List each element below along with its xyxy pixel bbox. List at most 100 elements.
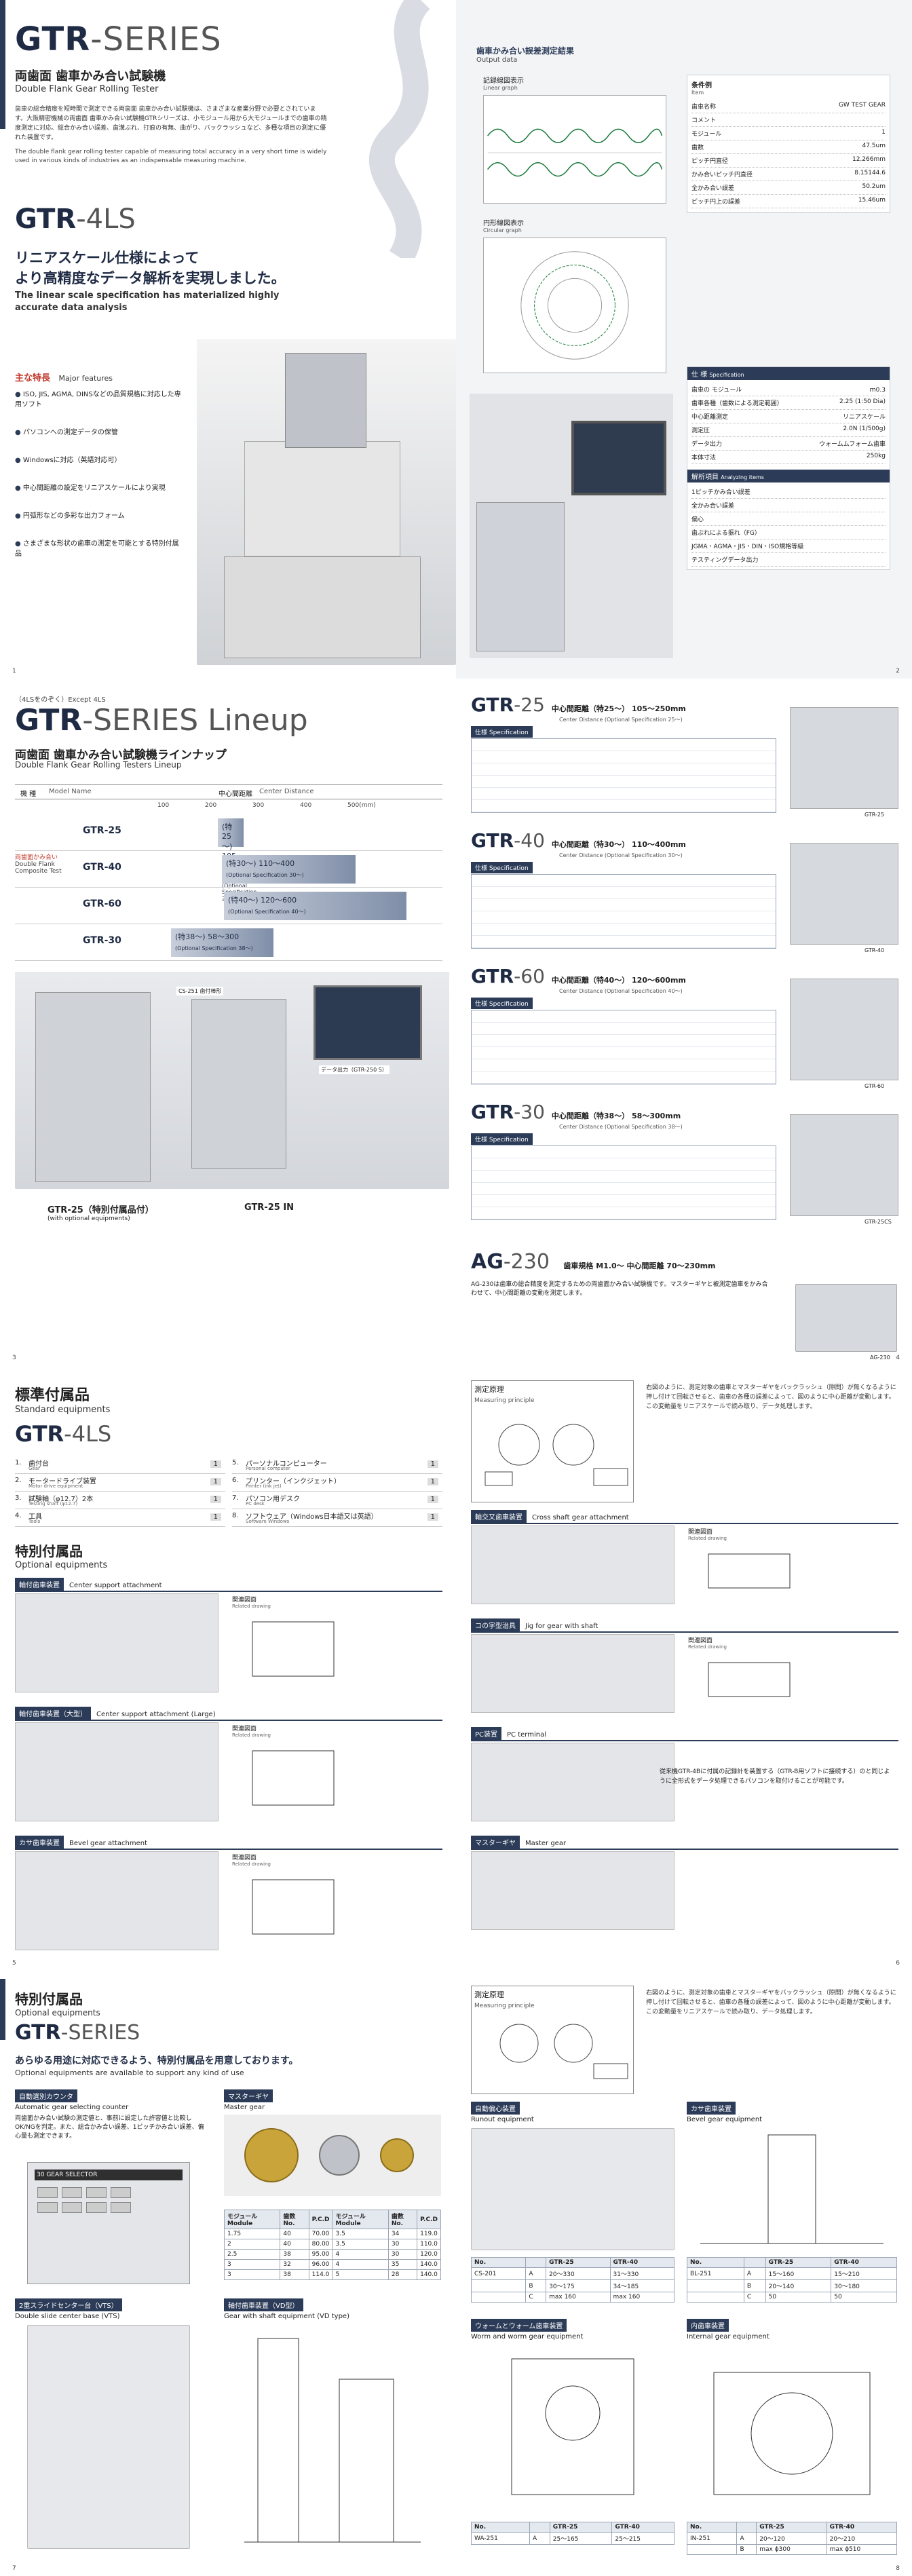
vd-drawing [244, 2338, 421, 2543]
spec-table-cell: 20～210 [826, 2532, 898, 2545]
spec-table-cell: 50 [831, 2292, 897, 2303]
page-number: 7 [12, 2565, 16, 2572]
lineup-scale: 100 200 300 400 500(mm) [157, 802, 376, 809]
meas-diagram [484, 1424, 628, 1486]
spec-value: 250kg [866, 453, 886, 459]
page-2: 歯車かみ合い誤差測定結果 Output data 記録線図表示 Linear g… [456, 0, 912, 679]
lineup-group-en: Double Flank Composite Test [15, 861, 62, 875]
condition-key: 全かみ合い誤差 [691, 185, 735, 192]
condition-value: 8.15144.6 [854, 170, 886, 176]
spread-2: （4LSをのぞく）Except 4LS GTR-SERIES Lineup 両歯… [0, 687, 912, 1365]
equipment-title-en: Master gear [525, 1840, 567, 1847]
mg-cell: 2 [223, 2239, 281, 2250]
mg-cell: 38 [280, 2249, 309, 2260]
std-item-jp: モータードライブ装置 [28, 1478, 96, 1485]
equipment-header: カサ歯車装置 Bevel gear attachment [15, 1835, 442, 1850]
pc-text: 従来機GTR-4Bに付属の記録計を装置する（GTR-B用ソフトに接続する）のと同… [660, 1768, 890, 1785]
brand-series: -SERIES [90, 20, 222, 58]
equipment-title-en: Bevel gear attachment [69, 1840, 148, 1847]
equipment-title-jp: PC装置 [471, 1727, 502, 1740]
spec-value: 2.25 (1:50 Dia) [839, 398, 886, 405]
std-item-qty: 1 [427, 1478, 438, 1485]
spec-table-cell [686, 2544, 738, 2555]
std-item-qty: 1 [210, 1496, 221, 1503]
model-photo [790, 707, 898, 809]
p7-brand-series: -SERIES [60, 2021, 140, 2045]
s3-header-en: Double slide center base (VTS) [15, 2313, 120, 2320]
model-photo-caption: GTR-40 [864, 947, 885, 953]
related-drawing-jp: 関連図面 [232, 1726, 257, 1732]
title-jp: 両歯面 歯車かみ合い試験機 [15, 69, 166, 83]
graph-linear-label: 記録線図表示 Linear graph [483, 77, 524, 91]
analysis-header: 解析項目 Analyzing items [687, 470, 890, 482]
std-item: 8.ソフトウェア（Windows日本語又は英語）Software Windows… [232, 1511, 442, 1527]
spec-table-cell: 34～185 [609, 2279, 675, 2292]
page-1-accent-stripe [0, 0, 5, 129]
std-model-suffix: -4LS [64, 1421, 112, 1447]
opt-title-en: Optional equipments [15, 1560, 108, 1570]
headline-jp-2: より高精度なデータ解析を実現しました。 [15, 270, 286, 286]
equipment-title-en: Cross shaft gear attachment [532, 1514, 629, 1521]
mg-cell: 70.00 [308, 2229, 333, 2239]
spec-key: 本体寸法 [691, 455, 717, 461]
inset-label-2: データ出力（GTR-250 S） [319, 1065, 390, 1074]
spread-4: 特別付属品 Optional equipments GTR-SERIES あらゆ… [0, 1979, 912, 2576]
condition-key: 歯車名称 [691, 104, 717, 111]
output-title: 歯車かみ合い誤差測定結果 Output data [476, 46, 575, 64]
lineup-rows: GTR-25(特25～) 105～250(Optional Specificat… [15, 814, 442, 961]
spec-key: 測定圧 [691, 428, 710, 434]
equipment-photo [15, 1722, 218, 1821]
condition-box-en: Item [691, 90, 704, 96]
feature-item: ● パソコンへの測定データの保管 [15, 429, 118, 436]
model-spec-header: 仕様 Specification [471, 998, 533, 1009]
related-drawing [708, 1662, 791, 1697]
lineup-title-jp: 両歯面 歯車かみ合い試験機ラインナップ [15, 749, 227, 762]
spec-table-cell: A [525, 2267, 547, 2280]
condition-value: 1 [881, 129, 886, 136]
mg-cell: 40 [280, 2229, 309, 2239]
lineup-model: GTR-30 [83, 935, 121, 946]
spec-table-cell: C [743, 2292, 766, 2303]
spec-table-cell: B [743, 2279, 766, 2292]
std-item-jp: パーソナルコンピューター [246, 1460, 327, 1468]
spec-row: 本体寸法 250kg [691, 451, 886, 464]
ag-photo-caption: AG-230 [870, 1355, 890, 1361]
lineup-row: GTR-40(特30～) 110～400(Optional Specificat… [15, 851, 442, 888]
headline-en-2: accurate data analysis [15, 303, 128, 313]
lineup-range: (特30～) 110～400 [226, 859, 295, 868]
spec-table-cell: GTR-40 [609, 2257, 675, 2268]
spec-header: 仕 様 Specification [687, 367, 890, 380]
equipment-title-jp: カサ歯車装置 [15, 1836, 64, 1849]
graph-circular-label: 円形線図表示 Circular graph [483, 220, 524, 233]
features-title-en: Major features [58, 374, 113, 383]
std-item-jp: パソコン用デスク [246, 1496, 300, 1503]
model-name-suffix: -25 [514, 694, 545, 716]
equipment-title-en: Center support attachment (Large) [96, 1711, 216, 1718]
spec-table-cell: 30～175 [546, 2279, 611, 2292]
std-item-en: Motor drive equipment [28, 1483, 83, 1489]
model-photo [790, 1114, 898, 1216]
model-photo-caption: GTR-25 [864, 812, 885, 818]
spec-table-cell: GTR-40 [831, 2257, 897, 2268]
s3-header: 2重スライドセンター台（VTS） Double slide center bas… [15, 2298, 122, 2320]
lineup-bar: (特38～) 58～300(Optional Specification 38～… [171, 928, 274, 957]
spec-table-cell: max 160 [609, 2292, 675, 2303]
mg-cell: 32 [280, 2259, 309, 2270]
